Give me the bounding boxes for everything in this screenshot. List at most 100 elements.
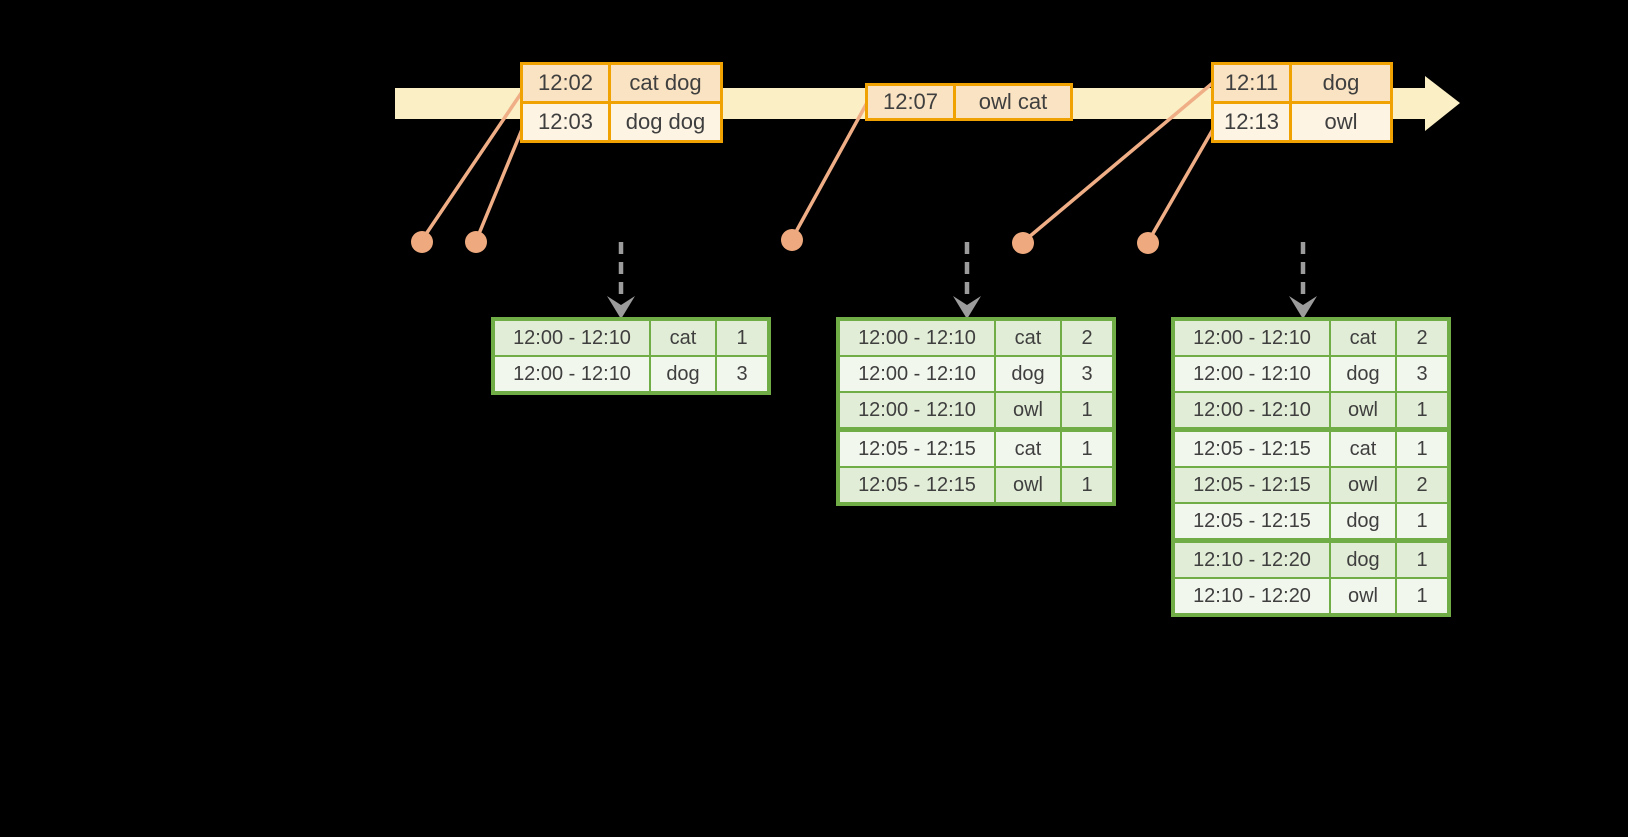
event-dots <box>411 229 1159 254</box>
trigger-arrow-head-icon <box>1289 296 1317 319</box>
result-cell-window: 12:00 - 12:10 <box>492 355 651 394</box>
trigger-down-arrow-icon <box>953 242 981 319</box>
event-row: 12:03 dog dog <box>523 101 720 140</box>
event-time: 12:02 <box>523 65 611 101</box>
event-dot-icon <box>411 231 433 253</box>
result-cell-count: 2 <box>1395 466 1450 504</box>
result-cell-window: 12:00 - 12:10 <box>837 318 996 357</box>
event-box: 12:11 dog 12:13 owl <box>1211 62 1393 143</box>
result-cell-count: 1 <box>1395 427 1450 468</box>
result-cell-word: dog <box>994 355 1062 393</box>
result-cell-count: 1 <box>1395 502 1450 542</box>
event-time: 12:07 <box>868 86 956 118</box>
result-cell-window: 12:10 - 12:20 <box>1172 577 1331 616</box>
result-cell-count: 2 <box>1060 318 1115 357</box>
result-cell-window: 12:05 - 12:15 <box>1172 427 1331 468</box>
event-words: cat dog <box>629 70 702 95</box>
event-box: 12:07 owl cat <box>865 83 1073 121</box>
timeline-arrowhead-icon <box>1425 76 1460 131</box>
event-dot-icon <box>1012 232 1034 254</box>
result-cell-count: 3 <box>715 355 770 394</box>
result-cell-word: cat <box>649 318 717 357</box>
event-words: dog <box>1322 70 1360 95</box>
result-cell-word: dog <box>1329 355 1397 393</box>
event-words: owl cat <box>978 89 1048 114</box>
result-cell-count: 1 <box>1395 391 1450 431</box>
event-words: dog dog <box>625 109 706 134</box>
trigger-arrow-head-icon <box>953 296 981 319</box>
event-connector-line <box>1146 123 1218 243</box>
result-cell-count: 1 <box>1060 427 1115 468</box>
trigger-arrow-head-icon <box>607 296 635 319</box>
result-cell-word: dog <box>1329 538 1397 579</box>
result-cell-count: 1 <box>715 318 770 357</box>
result-cell-word: cat <box>1329 427 1397 468</box>
result-cell-window: 12:05 - 12:15 <box>1172 466 1331 504</box>
event-time: 12:03 <box>523 104 611 140</box>
event-row: 12:02 cat dog <box>523 65 720 101</box>
result-cell-window: 12:05 - 12:15 <box>1172 502 1331 542</box>
event-words: owl <box>1324 109 1358 134</box>
event-connector-line <box>420 88 526 241</box>
event-connector-lines <box>420 79 1218 244</box>
event-row: 12:07 owl cat <box>868 86 1070 118</box>
result-cell-word: owl <box>1329 466 1397 504</box>
result-cell-count: 1 <box>1060 466 1115 505</box>
event-connector-line <box>1021 79 1217 244</box>
result-cell-word: cat <box>994 318 1062 357</box>
event-box: 12:02 cat dog 12:03 dog dog <box>520 62 723 143</box>
result-cell-window: 12:00 - 12:10 <box>837 355 996 393</box>
result-cell-window: 12:00 - 12:10 <box>1172 391 1331 431</box>
result-cell-word: dog <box>1329 502 1397 542</box>
event-dot-icon <box>781 229 803 251</box>
trigger-down-arrow-icon <box>607 242 635 319</box>
event-time: 12:11 <box>1214 65 1292 101</box>
result-cell-window: 12:00 - 12:10 <box>1172 318 1331 357</box>
event-row: 12:11 dog <box>1214 65 1390 101</box>
event-connector-line <box>790 100 870 240</box>
result-cell-word: dog <box>649 355 717 394</box>
result-cell-word: owl <box>1329 391 1397 431</box>
result-cell-count: 1 <box>1060 391 1115 431</box>
result-cell-word: owl <box>1329 577 1397 616</box>
result-cell-word: owl <box>994 391 1062 431</box>
result-cell-window: 12:05 - 12:15 <box>837 427 996 468</box>
event-time: 12:13 <box>1214 104 1292 140</box>
result-cell-window: 12:05 - 12:15 <box>837 466 996 505</box>
trigger-down-arrow-icon <box>1289 242 1317 319</box>
event-row: 12:13 owl <box>1214 101 1390 140</box>
result-cell-count: 1 <box>1395 577 1450 616</box>
result-cell-word: owl <box>994 466 1062 505</box>
result-cell-window: 12:00 - 12:10 <box>1172 355 1331 393</box>
result-cell-count: 3 <box>1060 355 1115 393</box>
event-dot-icon <box>465 231 487 253</box>
result-cell-window: 12:00 - 12:10 <box>837 391 996 431</box>
result-cell-word: cat <box>1329 318 1397 357</box>
event-dot-icon <box>1137 232 1159 254</box>
result-cell-word: cat <box>994 427 1062 468</box>
result-cell-count: 1 <box>1395 538 1450 579</box>
result-cell-window: 12:00 - 12:10 <box>492 318 651 357</box>
event-connector-line <box>474 126 525 242</box>
result-cell-count: 2 <box>1395 318 1450 357</box>
result-cell-window: 12:10 - 12:20 <box>1172 538 1331 579</box>
result-cell-count: 3 <box>1395 355 1450 393</box>
